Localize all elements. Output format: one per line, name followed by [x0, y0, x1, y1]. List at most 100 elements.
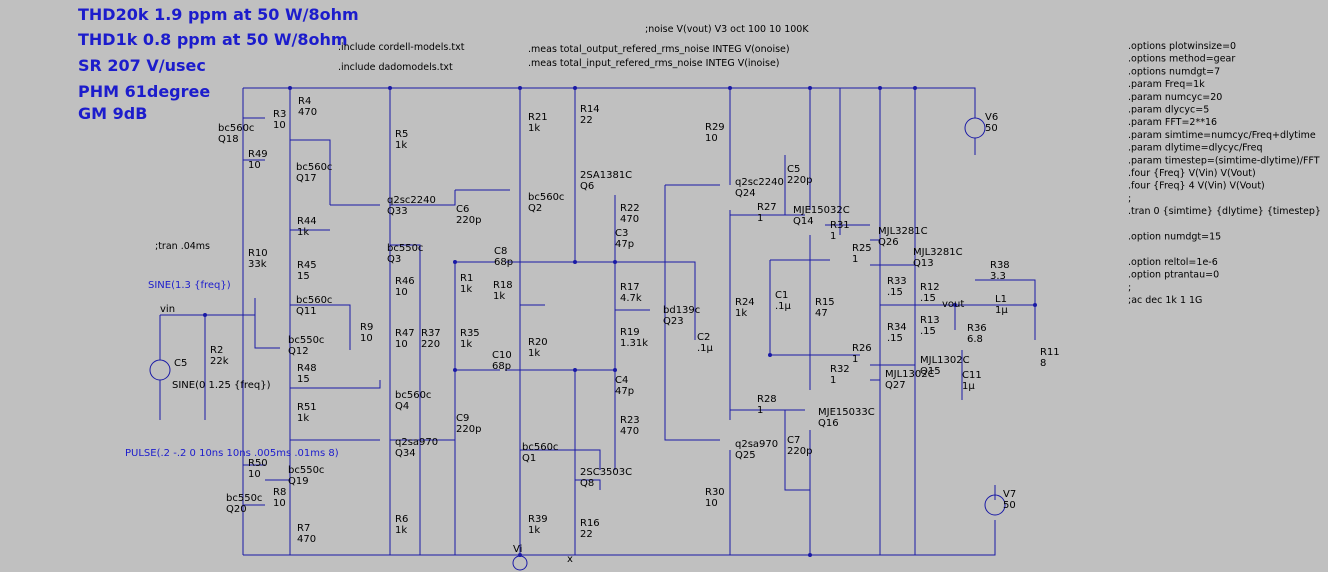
junctions — [203, 86, 1037, 557]
label-r16-value: 22 — [580, 529, 593, 540]
source-pulse: PULSE(.2 -.2 0 10ns 10ns .005ms .01ms 8) — [125, 448, 339, 459]
label-c7-value: 220p — [787, 446, 812, 457]
label-v6: V6 — [985, 112, 998, 123]
label-r30: R30 — [705, 487, 725, 498]
options-block: .options plotwinsize=0.options method=ge… — [1128, 41, 1321, 306]
label-c7: C7 — [787, 435, 800, 446]
sources: SINE(1.3 {freq}) SINE(0 1.25 {freq}) PUL… — [125, 117, 1006, 571]
option-line: .four {Freq} 4 V(Vin) V(Vout) — [1128, 181, 1265, 192]
label-c6: C6 — [456, 204, 469, 215]
label-r35: R35 — [460, 328, 480, 339]
label-q18-model: bc560c — [218, 123, 254, 134]
option-line: .param FFT=2**16 — [1128, 117, 1217, 128]
label-r9-value: 10 — [360, 333, 373, 344]
label-r39: R39 — [528, 514, 548, 525]
label-q33: Q33 — [387, 206, 408, 217]
option-line: ; — [1128, 282, 1131, 293]
label-r5: R5 — [395, 129, 408, 140]
wires — [159, 87, 1036, 556]
label-r44: R44 — [297, 216, 317, 227]
label-r31: R31 — [830, 220, 850, 231]
label-r22: R22 — [620, 203, 640, 214]
label-r19: R19 — [620, 327, 640, 338]
label-r29: R29 — [705, 122, 725, 133]
option-line: .options method=gear — [1128, 54, 1235, 65]
spec-phase-margin: PHM 61degree — [78, 82, 210, 101]
label-r20-value: 1k — [528, 348, 540, 359]
label-q6: Q6 — [580, 181, 594, 192]
source-sine-1: SINE(1.3 {freq}) — [148, 280, 231, 291]
label-q18: Q18 — [218, 134, 239, 145]
label-r3: R3 — [273, 109, 286, 120]
option-line: .option ptrantau=0 — [1128, 270, 1219, 281]
label-q2-model: bc560c — [528, 192, 564, 203]
label-r16: R16 — [580, 518, 600, 529]
label-c8-value: 68p — [494, 257, 513, 268]
label-r14-value: 22 — [580, 115, 593, 126]
net-label-vin: vin — [160, 304, 175, 315]
label-q34-model: q2sa970 — [395, 437, 438, 448]
label-q33-model: q2sc2240 — [387, 195, 436, 206]
label-q20: Q20 — [226, 504, 247, 515]
label-q25-model: q2sa970 — [735, 439, 778, 450]
net-label-x: x — [567, 554, 573, 565]
vi-probe-symbol — [512, 555, 528, 571]
label-r34: R34 — [887, 322, 907, 333]
label-q27-model: MJL1302C — [885, 369, 935, 380]
option-line: ; — [1128, 193, 1131, 204]
option-line: .param simtime=numcyc/Freq+dlytime — [1128, 130, 1316, 141]
label-r1: R1 — [460, 273, 473, 284]
label-r13-value: .15 — [920, 326, 936, 337]
label-r8-value: 10 — [273, 498, 286, 509]
spec-slew-rate: SR 207 V/usec — [78, 56, 206, 75]
label-r8: R8 — [273, 487, 286, 498]
label-r46: R46 — [395, 276, 415, 287]
label-r18-value: 1k — [493, 291, 505, 302]
label-q4-model: bc560c — [395, 390, 431, 401]
label-r21-value: 1k — [528, 123, 540, 134]
label-l1-value: 1µ — [995, 305, 1008, 316]
label-c9-value: 220p — [456, 424, 481, 435]
label-q26: Q26 — [878, 237, 899, 248]
label-r12: R12 — [920, 282, 940, 293]
label-r51-value: 1k — [297, 413, 309, 424]
label-q1-model: bc560c — [522, 442, 558, 453]
label-r13: R13 — [920, 315, 940, 326]
label-q25: Q25 — [735, 450, 756, 461]
label-r3-value: 10 — [273, 120, 286, 131]
label-q17-model: bc560c — [296, 162, 332, 173]
net-label-vout: vout — [942, 299, 964, 310]
label-r6-value: 1k — [395, 525, 407, 536]
label-c11: C11 — [962, 370, 982, 381]
label-c3-value: 47p — [615, 239, 634, 250]
option-line: .param dlytime=dlycyc/Freq — [1128, 143, 1263, 154]
label-r2: R2 — [210, 345, 223, 356]
label-r1-value: 1k — [460, 284, 472, 295]
label-v6-value: 50 — [985, 123, 998, 134]
label-q20-model: bc550c — [226, 493, 262, 504]
spec-thd1k: THD1k 0.8 ppm at 50 W/8ohm — [78, 30, 348, 49]
label-r20: R20 — [528, 337, 548, 348]
label-c1-value: .1µ — [775, 301, 792, 312]
label-q11-model: bc560c — [296, 295, 332, 306]
directive-tran-comment: ;tran .04ms — [155, 241, 210, 252]
label-r24-value: 1k — [735, 308, 747, 319]
label-r7-value: 470 — [297, 534, 316, 545]
label-q23-model: bd139c — [663, 305, 700, 316]
label-r24: R24 — [735, 297, 755, 308]
label-r21: R21 — [528, 112, 548, 123]
label-r29-value: 10 — [705, 133, 718, 144]
label-r23-value: 470 — [620, 426, 639, 437]
label-c10: C10 — [492, 350, 512, 361]
label-r50-value: 10 — [248, 469, 261, 480]
label-r39-value: 1k — [528, 525, 540, 536]
label-r30-value: 10 — [705, 498, 718, 509]
label-q1: Q1 — [522, 453, 536, 464]
option-line: .option reltol=1e-6 — [1128, 257, 1218, 268]
label-r33: R33 — [887, 276, 907, 287]
label-q19: Q19 — [288, 476, 309, 487]
label-r18: R18 — [493, 280, 513, 291]
label-q8-model: 2SC3503C — [580, 467, 632, 478]
label-q11: Q11 — [296, 306, 317, 317]
label-r36: R36 — [967, 323, 987, 334]
